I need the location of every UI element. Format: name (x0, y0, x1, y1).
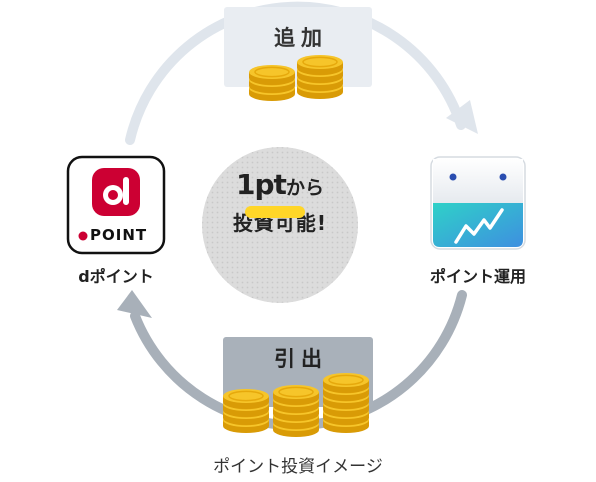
dpoint-small-d-icon (78, 231, 88, 241)
dpoint-label: dポイント (78, 267, 154, 286)
top-cycle-arrow (125, 1, 466, 145)
center-message: 1ptから 投資可能! (205, 171, 355, 236)
center-amount: 1pt (236, 168, 287, 201)
bottom-arrowhead (117, 290, 152, 318)
diagram-caption: ポイント投資イメージ (213, 457, 383, 477)
upward-chart-icon (454, 208, 504, 244)
point-investment-label: ポイント運用 (429, 267, 526, 286)
withdraw-label: 引出 (274, 347, 328, 371)
point-investment-app-icon (430, 156, 526, 250)
highlight-marker (245, 206, 305, 218)
add-label: 追加 (274, 26, 328, 50)
dpoint-app-icon (66, 155, 166, 255)
dpoint-icon-caption: POINT (90, 226, 148, 244)
center-suffix: から (285, 177, 324, 199)
top-arrowhead (446, 100, 478, 134)
center-circle (202, 147, 358, 303)
